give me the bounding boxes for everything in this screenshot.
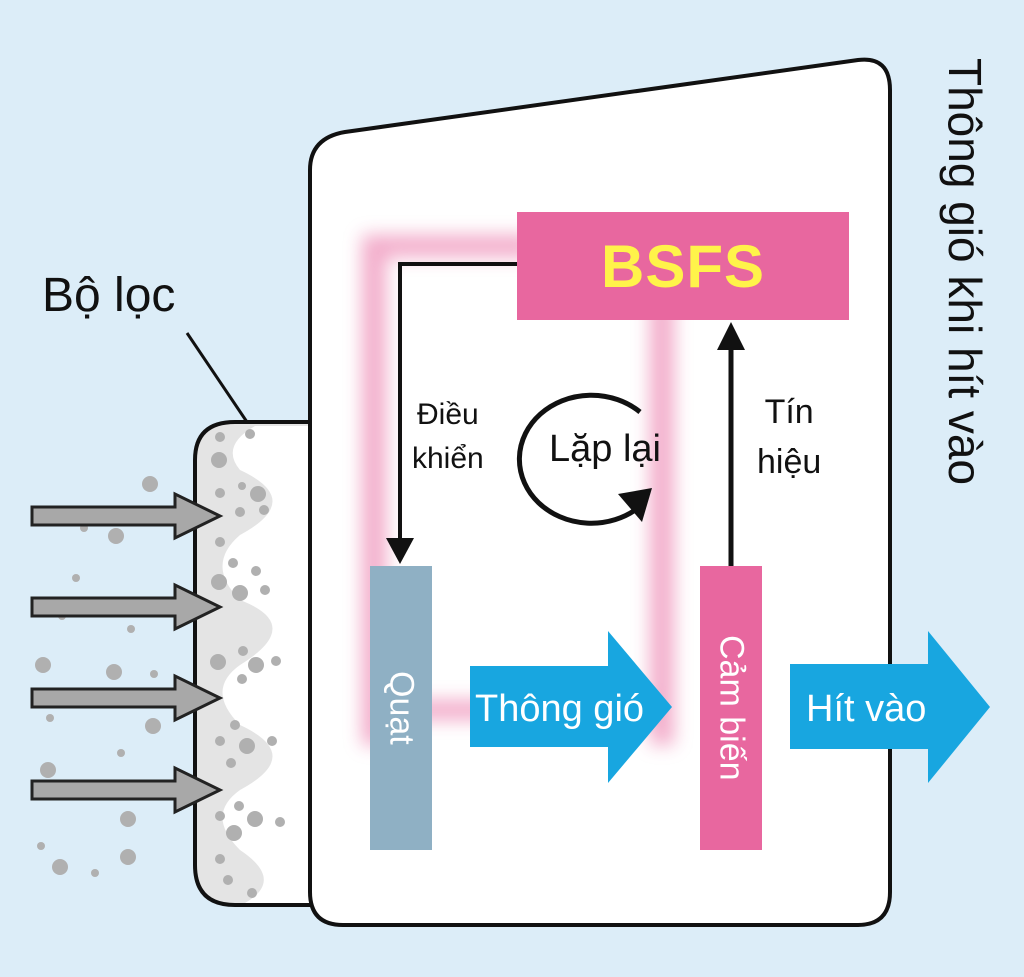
bsfs-box	[517, 212, 849, 320]
inhale-arrow	[790, 631, 990, 783]
filter-unit	[193, 420, 312, 907]
intake-arrow	[30, 491, 224, 541]
filter-particles	[210, 429, 285, 898]
intake-arrows	[30, 491, 224, 815]
ventilation-label: Thông gió	[475, 688, 645, 730]
signal-label: Tín hiệu	[757, 387, 821, 487]
feedback-loop-glow	[362, 235, 674, 745]
repeat-loop-icon	[516, 392, 652, 526]
control-label-line1: Điều	[417, 398, 479, 431]
intake-arrow	[30, 582, 224, 632]
inhale-ventilation-title: Thông gió khi hít vào	[939, 58, 991, 486]
filter-wave	[222, 426, 310, 903]
sensor-label: Cảm biến	[712, 635, 751, 781]
fan-label: Quạt	[382, 671, 421, 745]
repeat-label: Lặp lại	[549, 428, 661, 470]
bsfs-label: BSFS	[600, 232, 766, 300]
filter-leader-line	[185, 332, 249, 423]
signal-label-line2: hiệu	[757, 443, 822, 481]
control-label-line2: khiển	[412, 442, 484, 475]
intake-arrow	[30, 765, 224, 815]
filter-label: Bộ lọc	[42, 269, 176, 322]
signal-arrow	[717, 322, 745, 566]
signal-label-line1: Tín	[764, 393, 814, 431]
air-particles	[35, 476, 161, 877]
control-arrow	[386, 262, 517, 564]
control-label: Điều khiển	[412, 393, 484, 481]
inhale-label: Hít vào	[806, 688, 927, 730]
fan-box	[370, 566, 432, 850]
ventilation-arrow	[470, 631, 672, 783]
sensor-box	[700, 566, 762, 850]
intake-arrow	[30, 673, 224, 723]
